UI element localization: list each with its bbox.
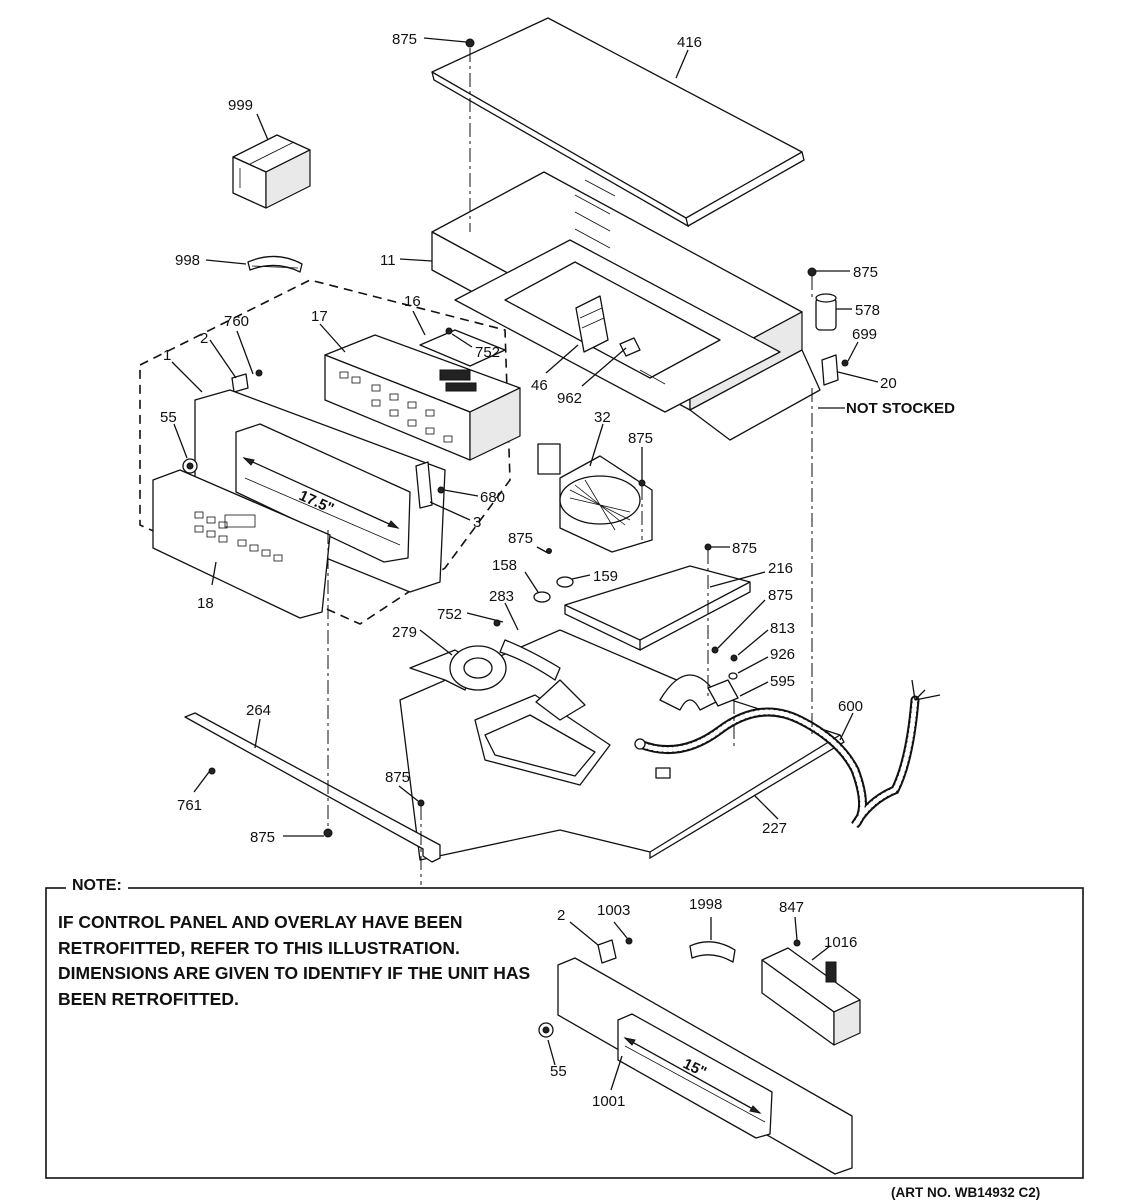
callout-999: 999 — [228, 97, 253, 114]
top-cover-panel — [431, 17, 805, 228]
capacitor-578 — [815, 293, 849, 386]
air-baffle-216 — [564, 543, 751, 652]
callout-595: 595 — [770, 673, 795, 690]
callout-926: 926 — [770, 646, 795, 663]
bracket-595 — [707, 646, 739, 707]
alignment-lines — [327, 48, 813, 885]
callout-875: 875 — [853, 264, 878, 281]
art-number: (ART NO. WB14932 C2) — [891, 1185, 1040, 1200]
callout-159: 159 — [593, 568, 618, 585]
callout-998: 998 — [175, 252, 200, 269]
callout-1003: 1003 — [597, 902, 630, 919]
callout-55: 55 — [160, 409, 177, 426]
callout-283: 283 — [489, 588, 514, 605]
power-cord-600 — [634, 679, 941, 829]
control-overlay-18 — [152, 469, 331, 619]
callout-962: 962 — [557, 390, 582, 407]
convection-fan-32 — [537, 443, 653, 553]
note-callout-labels: 2 1003 1998 847 1016 55 1001 15" (ART NO… — [550, 896, 1040, 1200]
screw-875 — [807, 267, 817, 277]
control-board-1016 — [761, 939, 861, 1046]
control-board-17 — [324, 334, 521, 461]
callout-875: 875 — [732, 540, 757, 557]
trim-strip-264 — [184, 712, 441, 863]
callout-18: 18 — [197, 595, 214, 612]
callout-16: 16 — [404, 293, 421, 310]
callout-578: 578 — [855, 302, 880, 319]
callout-17: 17 — [311, 308, 328, 325]
callout-875: 875 — [768, 587, 793, 604]
callout-752: 752 — [475, 344, 500, 361]
callout-279: 279 — [392, 624, 417, 641]
callout-875: 875 — [250, 829, 275, 846]
callout-labels: 875 416 999 998 11 875 578 699 20 NOT ST… — [160, 31, 955, 846]
note-title: NOTE: — [66, 877, 128, 895]
callout-264: 264 — [246, 702, 271, 719]
retrofit-panel-1001 — [538, 957, 853, 1175]
callout-813: 813 — [770, 620, 795, 637]
note-text: IF CONTROL PANEL AND OVERLAY HAVE BEEN R… — [58, 912, 531, 1009]
dimension-17-5 — [242, 457, 400, 529]
callout-752: 752 — [437, 606, 462, 623]
callout-760: 760 — [224, 313, 249, 330]
screw-752 — [445, 327, 453, 335]
callout-761: 761 — [177, 797, 202, 814]
callout-875: 875 — [508, 530, 533, 547]
callout-1016: 1016 — [824, 934, 857, 951]
callout-875: 875 — [392, 31, 417, 48]
leader-lines — [171, 37, 879, 837]
callout-2: 2 — [557, 907, 565, 924]
outer-case-box — [431, 171, 821, 441]
callout-875: 875 — [385, 769, 410, 786]
bottom-base-227 — [399, 629, 845, 861]
bracket-2-note — [597, 937, 633, 964]
bracket-2 — [231, 369, 263, 393]
callout-1001: 1001 — [592, 1093, 625, 1110]
harness-1998 — [689, 941, 736, 963]
callout-216: 216 — [768, 560, 793, 577]
thermostat-158-159 — [533, 548, 574, 603]
callout-699: 699 — [852, 326, 877, 343]
wire-harness-998 — [247, 255, 303, 273]
callout-11: 11 — [380, 252, 396, 269]
callout-227: 227 — [762, 820, 787, 837]
not-stocked-label: NOT STOCKED — [846, 400, 955, 417]
callout-46: 46 — [531, 377, 548, 394]
callout-3: 3 — [473, 514, 481, 531]
callout-1: 1 — [163, 347, 171, 364]
blower-279 — [409, 619, 561, 691]
board-46 — [575, 295, 641, 357]
callout-20: 20 — [880, 375, 897, 392]
relay-board-16 — [419, 329, 506, 392]
callout-158: 158 — [492, 557, 517, 574]
screw-875 — [465, 38, 475, 48]
callout-875: 875 — [628, 430, 653, 447]
bracket-3 — [415, 461, 445, 509]
callout-847: 847 — [779, 899, 804, 916]
callout-1998: 1998 — [689, 896, 722, 913]
callout-32: 32 — [594, 409, 611, 426]
note-leader-lines — [547, 916, 831, 1091]
note-box — [45, 887, 1084, 1179]
callout-600: 600 — [838, 698, 863, 715]
callout-2: 2 — [200, 330, 208, 347]
callout-55: 55 — [550, 1063, 567, 1080]
callout-680: 680 — [480, 489, 505, 506]
parts-box-999 — [232, 134, 311, 209]
callout-416: 416 — [677, 34, 702, 51]
control-panel-frame-1 — [182, 389, 446, 593]
